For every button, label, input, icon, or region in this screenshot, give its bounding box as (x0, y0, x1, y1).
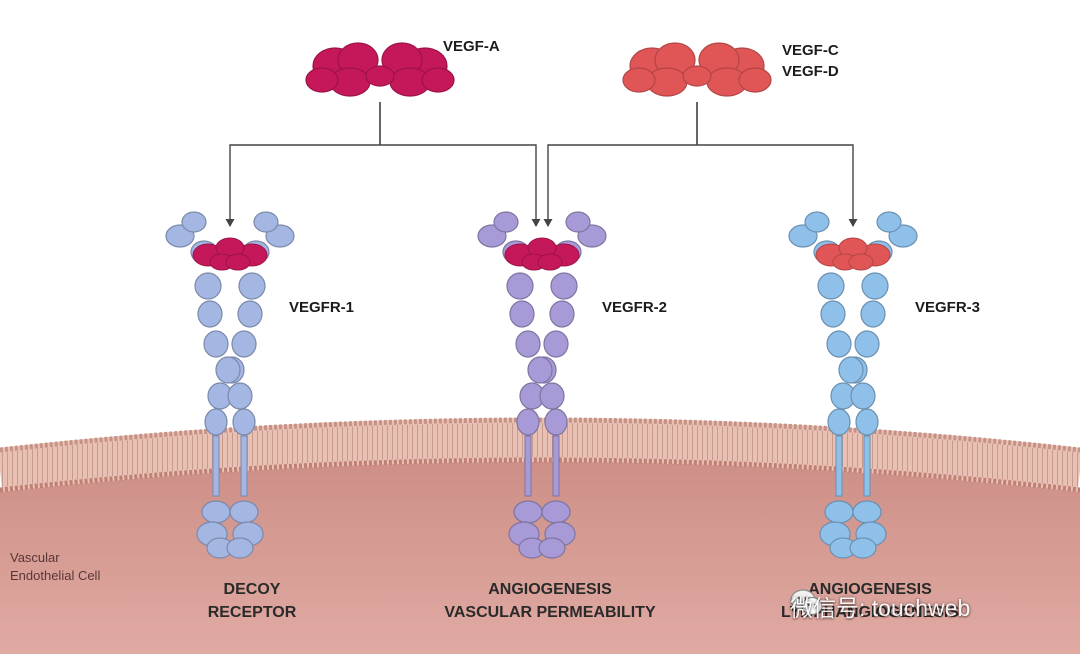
function-caption-vegfr-3: ANGIOGENESIS LYMPHANGIOGENESIS (780, 581, 960, 621)
receptor-drawings (165, 211, 918, 559)
receptor-label-vegfr-1: VEGFR-1 (289, 299, 355, 316)
receptor-r2-drawing (477, 211, 607, 559)
arrow-a-to-r2 (379, 102, 541, 227)
watermark-text: 微信号: touchweb (790, 595, 971, 621)
function-caption-vegfr-2: ANGIOGENESIS VASCULAR PERMEABILITY (444, 581, 656, 621)
arrow-cd-to-r3 (696, 102, 858, 227)
receptor-label-vegfr-2: VEGFR-2 (602, 299, 668, 316)
inner-headgroups (0, 457, 1080, 493)
outer-headgroups (0, 417, 1080, 453)
ligand-cd-dimer (622, 42, 772, 97)
ligand-label-vegf-c-d: VEGF-C VEGF-D (782, 42, 839, 80)
receptor-label-vegfr-3: VEGFR-3 (915, 299, 981, 316)
lipid-tails (0, 423, 1080, 487)
arrow-cd-to-r2 (543, 102, 698, 227)
receptor-r3-drawing (788, 211, 918, 559)
arrow-a-to-r1 (225, 102, 381, 227)
function-caption-vegfr-1: DECOY RECEPTOR (207, 581, 297, 621)
cell-label: Vascular Endothelial Cell (10, 550, 101, 583)
signalling-arrows (225, 102, 858, 227)
ligand-a-dimer (305, 42, 455, 97)
ligand-label-vegf-a: VEGF-A (443, 38, 500, 55)
watermark: 微信号: touchweb (790, 588, 1055, 624)
ligand-drawings (305, 42, 772, 97)
receptor-r1-drawing (165, 211, 295, 559)
wechat-icon (790, 589, 823, 616)
